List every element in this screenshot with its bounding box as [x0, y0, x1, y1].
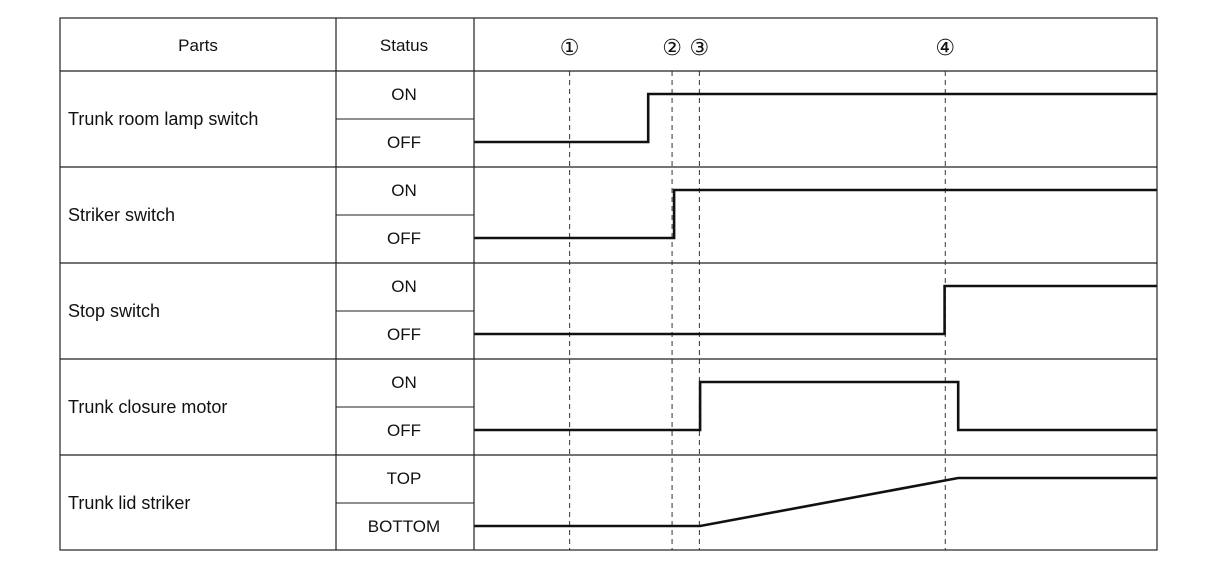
status-high: ON	[391, 373, 417, 392]
marker-label: ②	[662, 35, 682, 60]
signal-waveform	[474, 284, 1157, 336]
status-high: ON	[391, 277, 417, 296]
row-name: Striker switch	[68, 205, 175, 225]
table-border	[59, 17, 1158, 551]
status-low: BOTTOM	[368, 517, 440, 536]
row-name: Trunk room lamp switch	[68, 109, 258, 129]
status-low: OFF	[387, 421, 421, 440]
status-low: OFF	[387, 229, 421, 248]
row-name: Trunk closure motor	[68, 397, 227, 417]
status-high: TOP	[387, 469, 422, 488]
status-low: OFF	[387, 133, 421, 152]
row-name: Stop switch	[68, 301, 160, 321]
table-grid	[59, 17, 1158, 551]
signal-waveform	[474, 380, 1157, 432]
signal-waveform	[474, 92, 1157, 144]
marker-label: ①	[560, 35, 580, 60]
row-name: Trunk lid striker	[68, 493, 190, 513]
waveforms	[474, 92, 1157, 528]
signal-waveform	[474, 188, 1157, 240]
header-status: Status	[380, 36, 428, 55]
marker-label: ④	[935, 35, 955, 60]
status-high: ON	[391, 181, 417, 200]
signal-waveform	[474, 476, 1157, 528]
status-low: OFF	[387, 325, 421, 344]
status-high: ON	[391, 85, 417, 104]
marker-label: ③	[690, 35, 710, 60]
header-parts: Parts	[178, 36, 218, 55]
